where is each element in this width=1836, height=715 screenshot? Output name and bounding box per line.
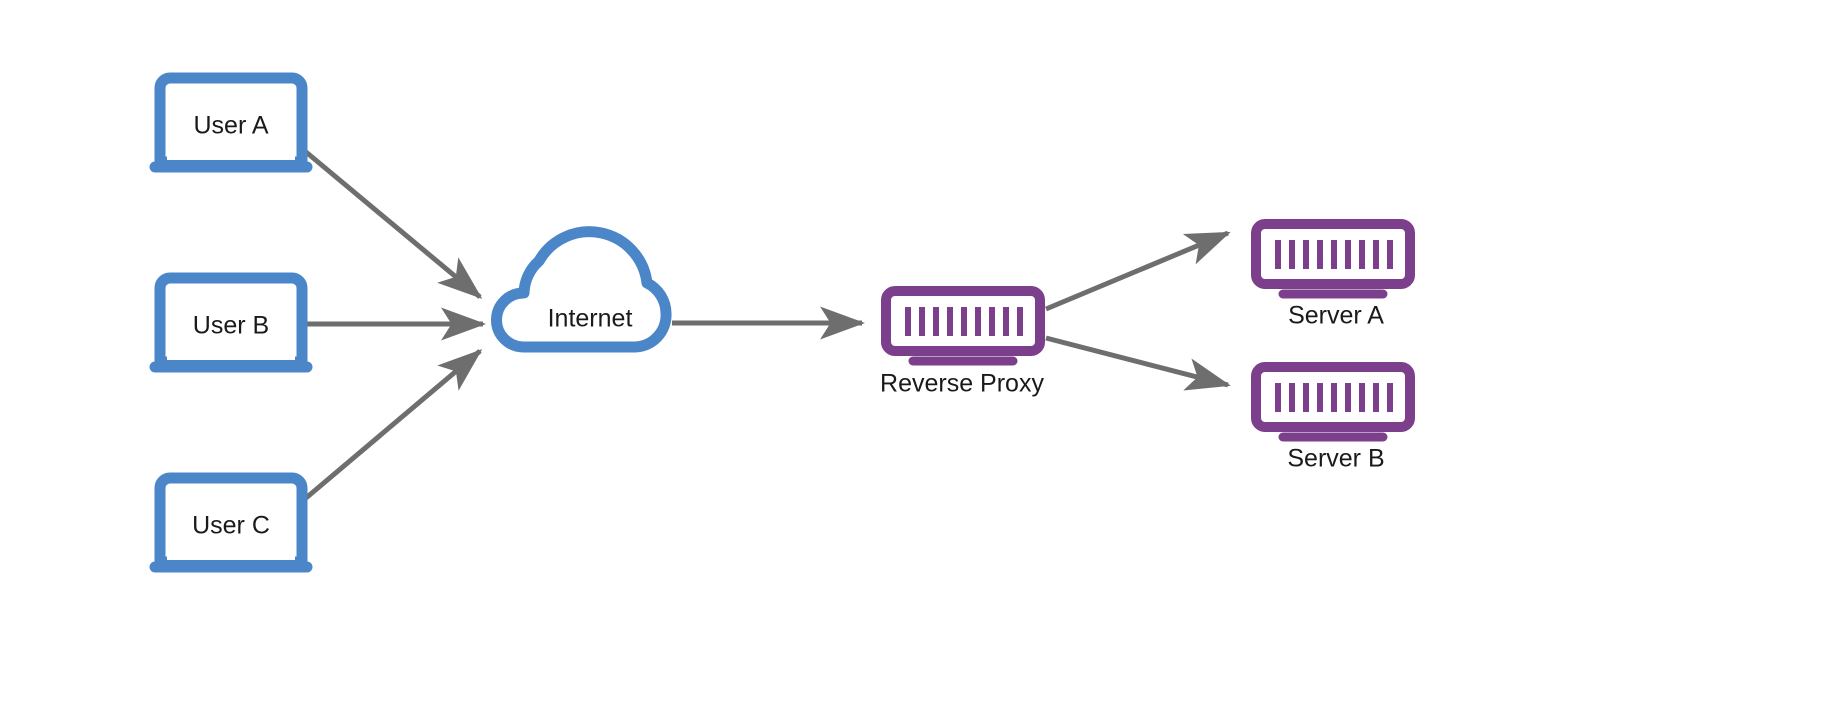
connection-user-c-to-internet: [304, 349, 483, 500]
connection-layer: [304, 150, 1231, 500]
connection-proxy-to-server-a: [1045, 230, 1231, 312]
laptop-icon: [154, 472, 308, 568]
server-slots-icon: [1275, 240, 1393, 269]
connection-user-a-to-internet: [304, 150, 483, 299]
connection-proxy-to-server-b: [1045, 335, 1231, 391]
server-slots-icon: [905, 307, 1023, 336]
server-b-label: Server B: [1287, 445, 1384, 473]
laptop-screen-fill: [167, 86, 295, 160]
server-a-label: Server A: [1288, 302, 1384, 330]
node-internet[interactable]: Internet: [491, 226, 672, 353]
laptop-icon: [154, 272, 308, 368]
node-user-c[interactable]: User C: [149, 472, 313, 573]
user-a-label: User A: [193, 112, 268, 140]
node-reverse-proxy[interactable]: Reverse Proxy: [880, 286, 1045, 398]
node-user-a[interactable]: User A: [149, 72, 313, 173]
user-b-label: User B: [193, 312, 269, 340]
node-server-a[interactable]: Server A: [1251, 219, 1415, 330]
laptop-icon: [154, 72, 308, 168]
reverse-proxy-label: Reverse Proxy: [880, 370, 1044, 398]
user-c-label: User C: [192, 512, 270, 540]
internet-label: Internet: [548, 305, 633, 333]
laptop-screen-fill: [167, 286, 295, 360]
cloud-icon: [491, 226, 672, 353]
server-slots-icon: [1275, 383, 1393, 412]
node-user-b[interactable]: User B: [149, 272, 313, 373]
laptop-screen-fill: [167, 486, 295, 560]
node-server-b[interactable]: Server B: [1251, 362, 1415, 473]
